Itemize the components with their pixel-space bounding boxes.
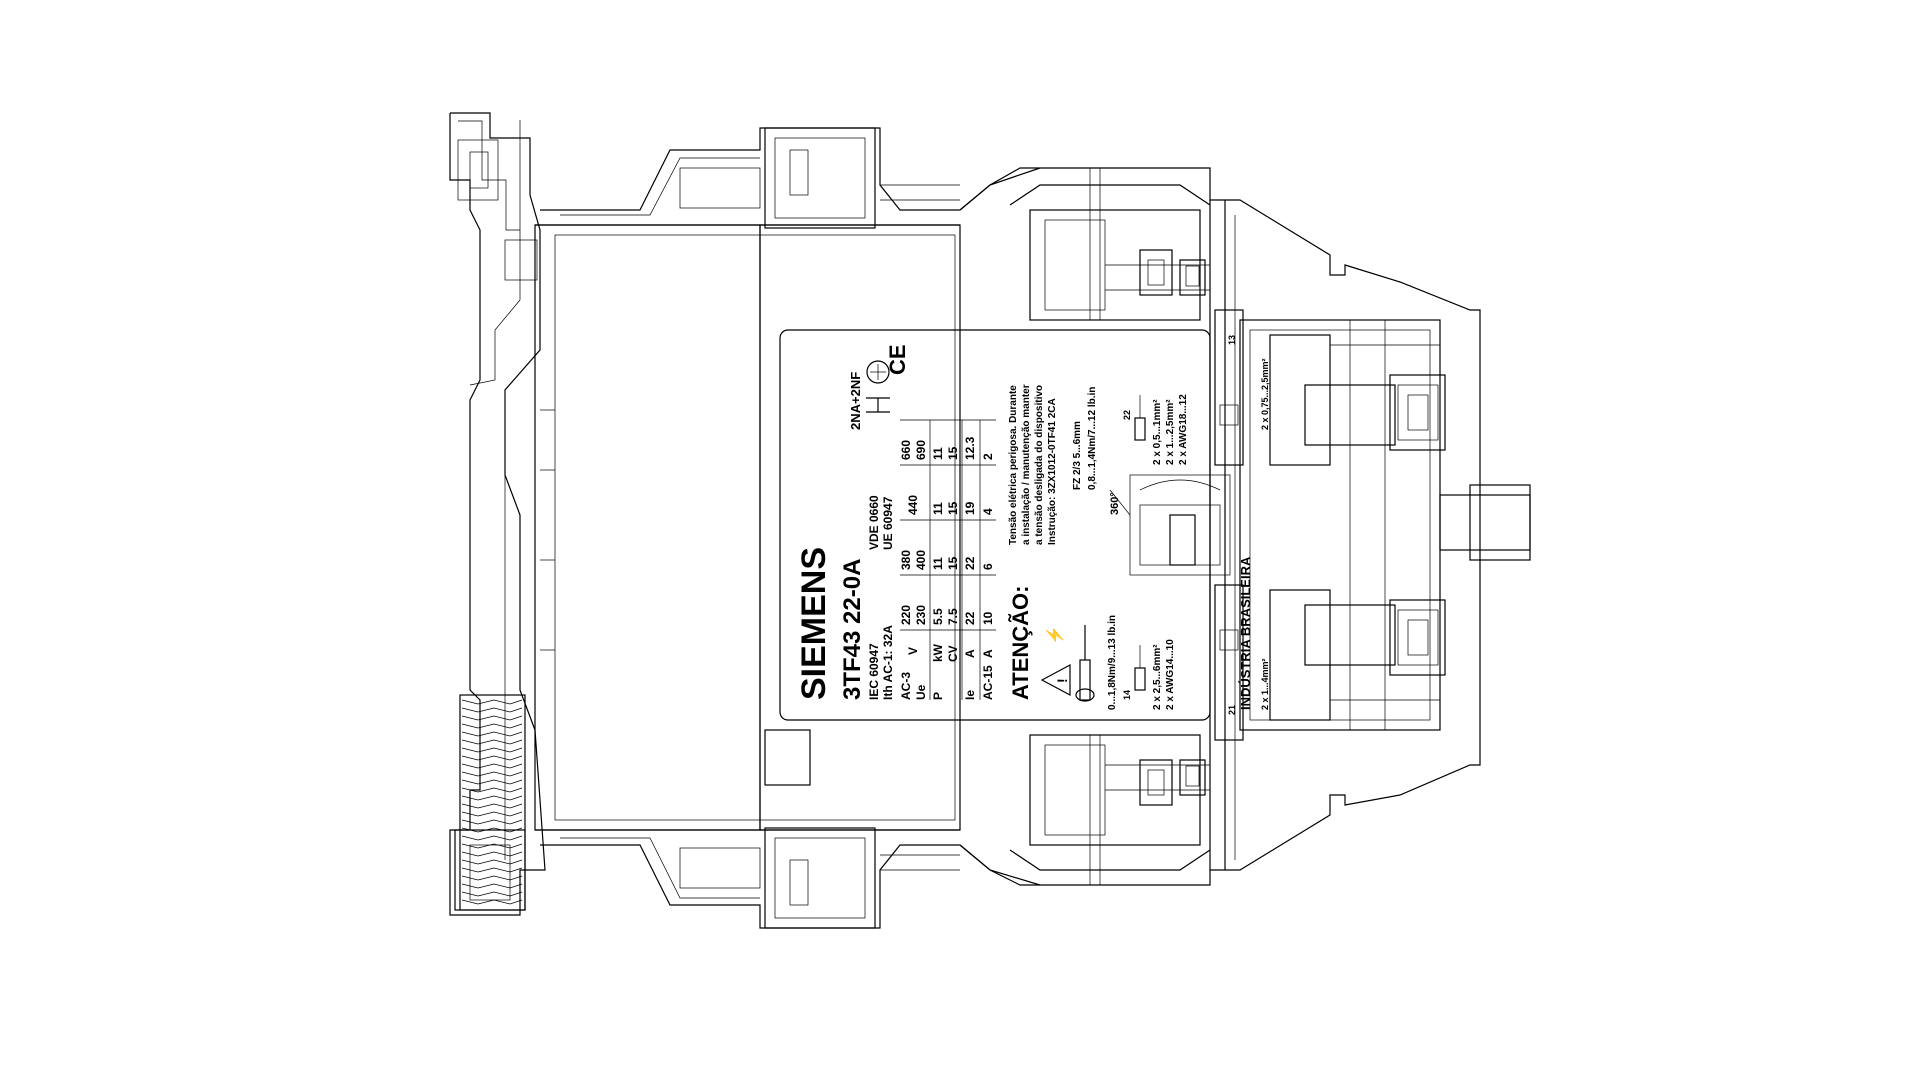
cv-2: 15: [946, 501, 960, 515]
rotation-text: 360°: [1109, 492, 1121, 515]
ie-1: 22: [963, 556, 977, 570]
volts2-0: 230: [914, 605, 928, 625]
auxiliary-contact-block: [959, 167, 1531, 886]
iec-text: IEC 60947: [867, 643, 881, 700]
contactor-body: [534, 127, 1041, 929]
wire1-text: 2 x 0,5...1mm²: [1152, 399, 1163, 465]
volts-unit: V: [906, 647, 920, 655]
volts2-3: 690: [914, 440, 928, 460]
torque2-text: 0...1,8Nm/9...13 lb.in: [1107, 615, 1118, 710]
cv-1: 15: [946, 556, 960, 570]
volts-1: 380: [899, 550, 913, 570]
ith-text: Ith AC-1: 32A: [881, 625, 895, 700]
brazil-mark-icon: [866, 397, 890, 413]
spring-coil: [459, 694, 526, 911]
attention-text: ATENÇÃO:: [1008, 586, 1033, 700]
kw-2: 11: [931, 502, 945, 515]
ac15-0: 10: [981, 611, 995, 625]
made-in-text: INDÚSTRIA BRASILEIRA: [1238, 556, 1253, 710]
ie-label: Ie: [963, 690, 977, 700]
ac15-label: AC-15: [981, 665, 995, 700]
kw-1: 11: [931, 557, 945, 570]
a-unit: A: [963, 649, 977, 658]
warning-icon: !: [1040, 663, 1071, 697]
side-bottom-text: 2 x 1...4mm²: [1260, 658, 1270, 710]
side-top-text: 2 x 0,75...2,5mm²: [1260, 358, 1270, 430]
wire5-text: 2 x AWG14...10: [1165, 639, 1176, 710]
ac15-2: 4: [981, 508, 995, 515]
contacts-text: 2NA+2NF: [848, 372, 863, 430]
volts-0: 220: [899, 605, 913, 625]
ie-3: 12.3: [963, 436, 977, 460]
ac3-label: AC-3: [899, 672, 913, 700]
warning-line-3: Instrução: 3ZX1012-0TF41 2CA: [1047, 398, 1058, 545]
volts-3: 660: [899, 440, 913, 460]
warning-line-1: a instalação / manutenção manter: [1021, 384, 1032, 545]
term-a-text: 14: [1122, 690, 1132, 700]
torque1-text: 0,8...1,4Nm/7...12 lb.in: [1087, 387, 1098, 490]
ac15-1: 6: [981, 563, 995, 570]
ie-0: 22: [963, 611, 977, 625]
din-rail-clip: [449, 112, 555, 916]
kw-unit: kW: [931, 643, 945, 662]
ac15-3: 2: [981, 453, 995, 460]
warning-line-0: Tensão elétrica perigosa. Durante: [1008, 385, 1019, 545]
wire-spec-icon-b: [1134, 395, 1146, 441]
wire4-text: 2 x 2,5...6mm²: [1152, 644, 1163, 710]
model-text: 3TF43 22-0A: [839, 559, 866, 700]
cv-unit: CV: [946, 645, 960, 662]
wire-spec-icon-a: [1134, 645, 1146, 691]
brand-text: SIEMENS: [795, 547, 833, 700]
volts-2: 440: [906, 495, 920, 515]
ue-std-text: UE 60947: [881, 496, 895, 550]
screwdriver-icon: [1075, 625, 1095, 702]
volts2-1: 400: [914, 550, 928, 570]
ie-2: 19: [963, 501, 977, 515]
term-top-text: 13: [1227, 335, 1237, 345]
cv-0: 7.5: [946, 608, 960, 625]
vde-text: VDE 0660: [867, 495, 881, 550]
p-label: P: [931, 692, 945, 700]
fz-text: FZ 2/3 5...6mm: [1072, 421, 1083, 490]
svg-text:!: !: [1054, 678, 1070, 683]
ratings-table: AC-3 Ue V 220 380 440 660 230 400 690 P …: [899, 419, 996, 700]
term-b-text: 22: [1122, 410, 1132, 420]
kw-0: 5.5: [931, 608, 945, 625]
kw-3: 11: [931, 447, 945, 460]
wire2-text: 2 x 1...2,5mm²: [1165, 399, 1176, 465]
term-bottom-text: 21: [1227, 705, 1237, 715]
wire3-text: 2 x AWG18...12: [1178, 394, 1189, 465]
cv-3: 15: [946, 446, 960, 460]
lightning-icon: ⚡: [1045, 625, 1064, 645]
warning-line-2: a tensão desligada do dispositivo: [1034, 385, 1045, 545]
push-button-shape: [1439, 494, 1531, 551]
a-unit-2: A: [981, 649, 995, 658]
approval-mark-icon: [866, 360, 890, 384]
nameplate: SIEMENS 3TF43 22-0A 2NA+2NF IEC 60947 VD…: [779, 329, 1270, 721]
ue-label: Ue: [914, 684, 928, 700]
